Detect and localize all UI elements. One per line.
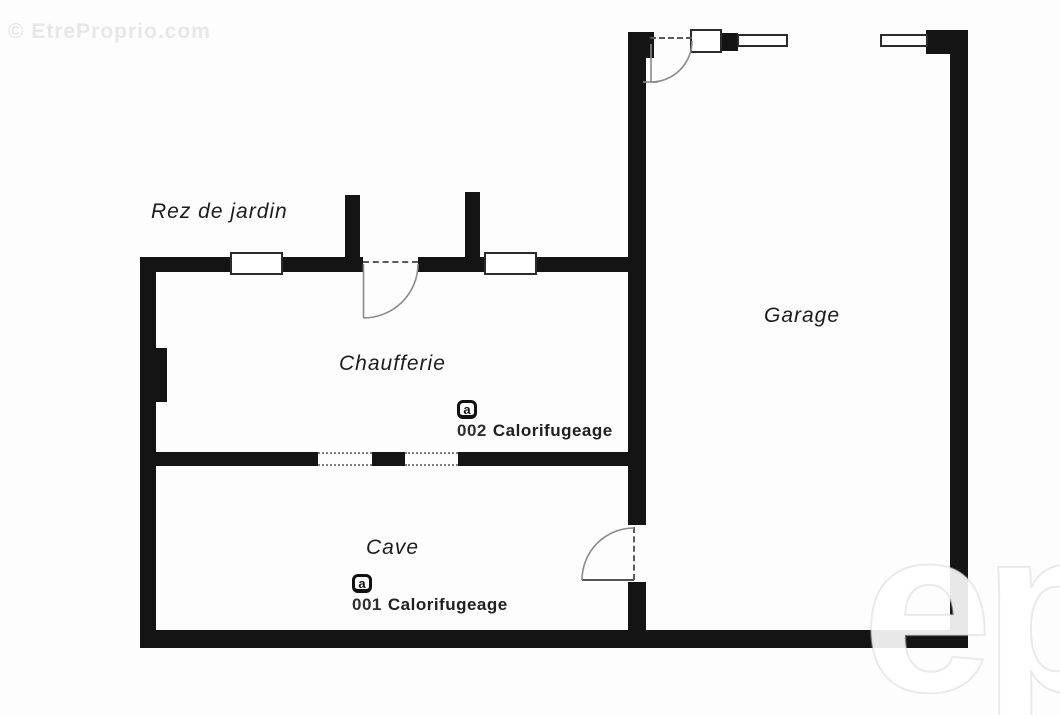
annotation-001: a 001 Calorifugeage bbox=[352, 574, 508, 615]
wall-right-outer bbox=[950, 30, 968, 648]
wall-stub-left bbox=[345, 195, 360, 272]
wall-garage-top-segment bbox=[722, 33, 738, 51]
annotation-001-text: 001 Calorifugeage bbox=[352, 595, 508, 615]
wall-middle-a bbox=[140, 452, 318, 466]
window-chaufferie-left bbox=[230, 252, 283, 275]
insulation-a-icon: a bbox=[352, 574, 372, 593]
annotation-001-code: 001 bbox=[352, 595, 382, 614]
floor-title: Rez de jardin bbox=[151, 200, 288, 223]
door-opening-garage bbox=[650, 37, 692, 39]
wall-middle-b bbox=[372, 452, 405, 466]
wall-stub-right bbox=[465, 192, 480, 272]
wall-garage-left-upper bbox=[628, 32, 646, 525]
room-label-cave: Cave bbox=[366, 536, 420, 559]
wall-left-pilaster bbox=[154, 348, 167, 402]
door-arc-garage bbox=[650, 40, 693, 83]
room-label-garage: Garage bbox=[764, 304, 841, 327]
wall-middle-opening-2 bbox=[405, 452, 458, 466]
door-opening-chaufferie bbox=[363, 261, 418, 263]
wall-garage-topleft-corner bbox=[628, 32, 654, 58]
annotation-002-code: 002 bbox=[457, 421, 487, 440]
room-label-chaufferie: Chaufferie bbox=[339, 352, 446, 375]
annotation-002-label: Calorifugeage bbox=[492, 421, 613, 440]
wall-middle-opening-1 bbox=[318, 452, 372, 466]
annotation-002: a 002 Calorifugeage bbox=[457, 400, 613, 441]
door-opening-cave-garage bbox=[633, 527, 635, 580]
window-garage-top-left bbox=[737, 34, 788, 47]
watermark-etreproprio: © EtreProprio.com bbox=[8, 20, 211, 43]
wall-middle-c bbox=[458, 452, 646, 466]
insulation-a-icon: a bbox=[457, 400, 477, 419]
window-chaufferie-right bbox=[484, 252, 537, 275]
wall-bottom bbox=[140, 630, 968, 648]
door-arc-cave bbox=[581, 527, 635, 581]
garage-door-post bbox=[690, 29, 722, 53]
window-garage-top-right bbox=[880, 34, 928, 47]
annotation-001-label: Calorifugeage bbox=[387, 595, 508, 614]
door-arc-chaufferie bbox=[363, 263, 419, 319]
annotation-002-text: 002 Calorifugeage bbox=[457, 421, 613, 441]
